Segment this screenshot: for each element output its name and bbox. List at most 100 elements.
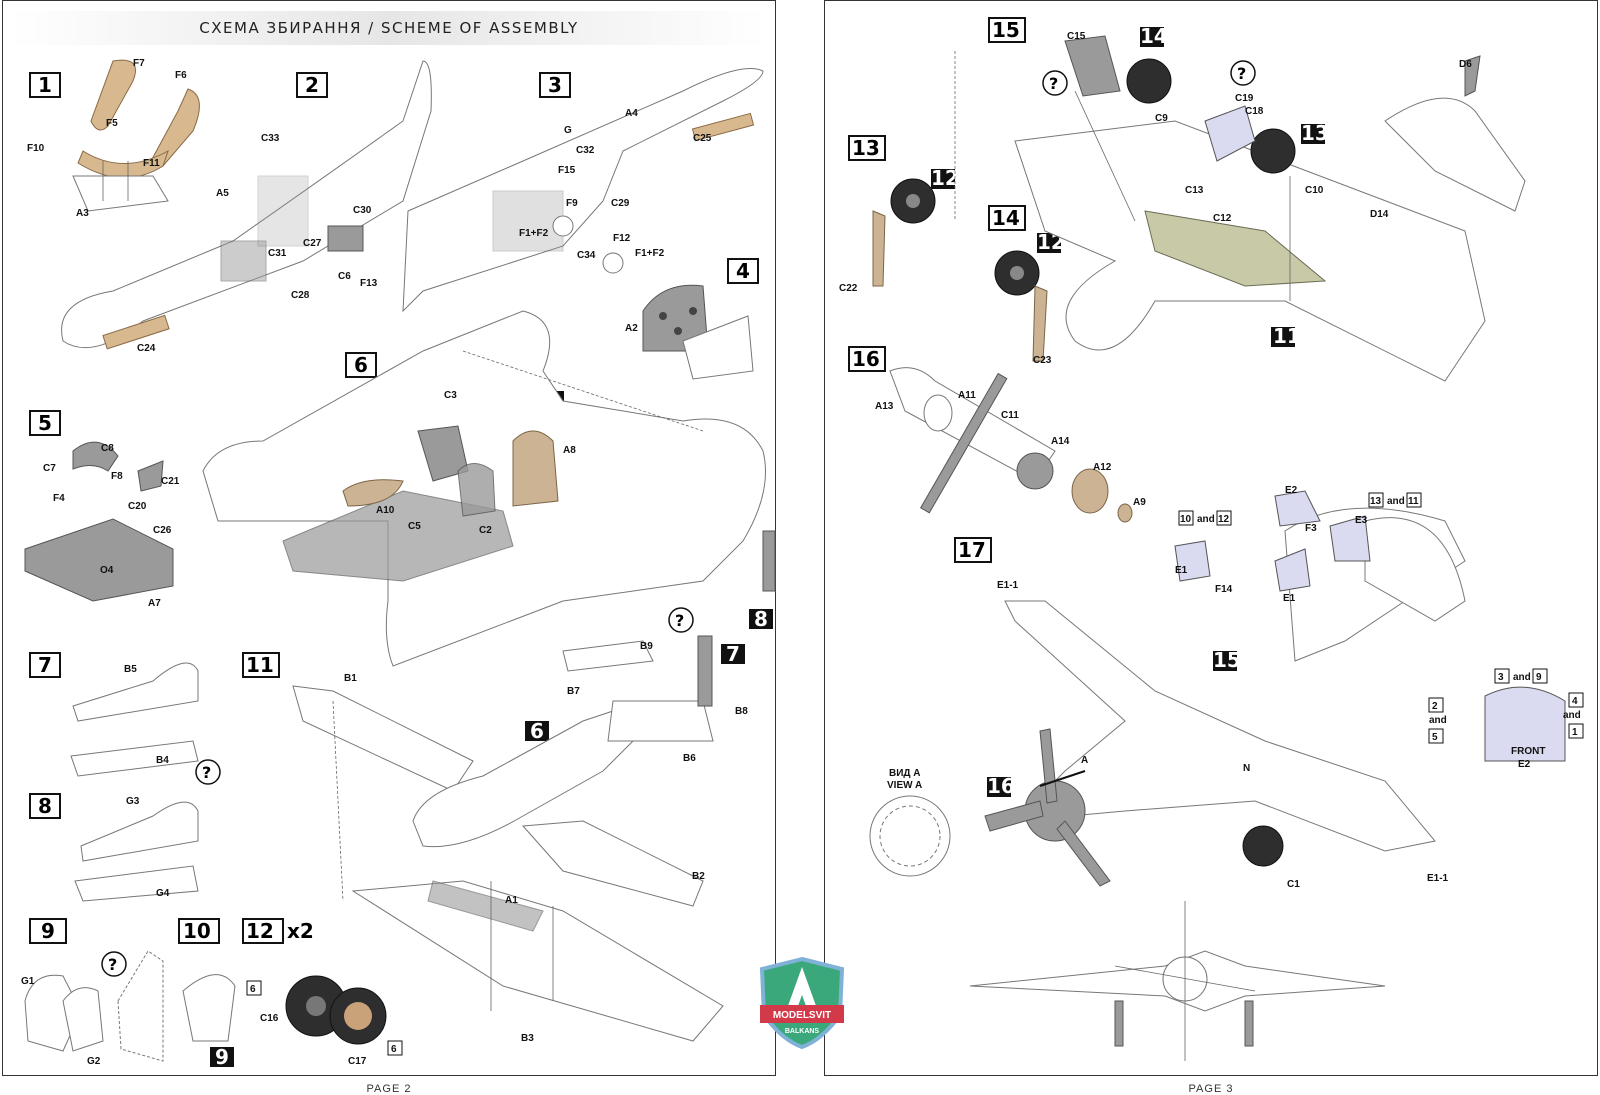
page-number: PAGE 3 <box>1188 1083 1234 1095</box>
svg-text:13: 13 <box>852 136 880 160</box>
svg-text:10: 10 <box>1180 514 1192 525</box>
svg-text:C16: C16 <box>260 1013 279 1024</box>
svg-text:VIEW A: VIEW A <box>887 780 922 791</box>
ref-badge-7: 7 <box>721 642 745 666</box>
step-1-badge: 1 <box>29 72 61 98</box>
step-17-badge: 17 <box>954 537 992 563</box>
svg-text:A9: A9 <box>1133 497 1146 508</box>
svg-text:5: 5 <box>38 411 52 435</box>
step-3-badge: 3 <box>539 72 571 98</box>
step-6-badge: 6 <box>345 352 377 378</box>
svg-text:C1: C1 <box>1287 879 1300 890</box>
svg-text:E1-1: E1-1 <box>1427 873 1449 884</box>
svg-text:FRONT: FRONT <box>1511 746 1545 757</box>
aircraft-front-view <box>969 901 1386 1061</box>
step-14-badge: 14 <box>988 205 1026 231</box>
wheel-step14 <box>994 250 1048 362</box>
svg-text:?: ? <box>1049 74 1058 93</box>
svg-text:F10: F10 <box>27 143 45 154</box>
page-title: СХЕМА ЗБИРАННЯ / SCHEME OF ASSEMBLY <box>199 19 579 37</box>
svg-text:C22: C22 <box>839 283 858 294</box>
step-4-badge: 4 <box>727 258 759 284</box>
svg-text:and: and <box>1513 672 1531 683</box>
step-8-badge: 8 <box>29 793 61 819</box>
svg-text:F1+F2: F1+F2 <box>519 228 549 239</box>
aircraft-final-step17 <box>984 490 1566 887</box>
svg-text:5: 5 <box>1432 732 1438 743</box>
svg-text:x2: x2 <box>287 919 314 943</box>
svg-text:B7: B7 <box>567 686 580 697</box>
svg-text:3: 3 <box>548 73 562 97</box>
question-mark: ? <box>195 759 221 785</box>
instruction-page-2: СХЕМА ЗБИРАННЯ / SCHEME OF ASSEMBLY 1 2 … <box>2 0 776 1095</box>
svg-text:9: 9 <box>41 919 55 943</box>
svg-text:A: A <box>1081 755 1088 766</box>
question-mark: ? <box>668 607 694 633</box>
svg-text:and: and <box>1563 710 1581 721</box>
svg-text:12: 12 <box>931 166 959 190</box>
svg-text:?: ? <box>1237 64 1246 83</box>
svg-text:G1: G1 <box>21 976 35 987</box>
svg-text:C2: C2 <box>479 525 492 536</box>
svg-text:G2: G2 <box>87 1056 101 1067</box>
svg-text:6: 6 <box>354 353 368 377</box>
svg-text:15: 15 <box>992 18 1020 42</box>
svg-text:B2: B2 <box>692 871 705 882</box>
svg-text:C3: C3 <box>444 390 457 401</box>
svg-text:F5: F5 <box>106 118 118 129</box>
seat-assembly <box>72 59 200 212</box>
svg-text:C11: C11 <box>1001 410 1019 421</box>
svg-text:A2: A2 <box>625 323 638 334</box>
svg-text:A4: A4 <box>625 108 638 119</box>
svg-text:A14: A14 <box>1051 436 1070 447</box>
svg-text:F13: F13 <box>360 278 378 289</box>
fuselage-half-step3 <box>402 68 764 313</box>
svg-text:F6: F6 <box>175 70 187 81</box>
svg-text:4: 4 <box>1572 696 1578 707</box>
step-15-badge: 15 <box>988 17 1026 43</box>
svg-text:O4: O4 <box>100 565 114 576</box>
canopy-step7 <box>70 662 199 777</box>
svg-text:and: and <box>1387 496 1405 507</box>
svg-text:A8: A8 <box>563 445 576 456</box>
question-mark: ? <box>1230 60 1256 86</box>
step-11-badge: 11 <box>242 652 280 678</box>
svg-text:C34: C34 <box>577 250 596 261</box>
svg-text:9: 9 <box>215 1045 229 1069</box>
svg-text:C17: C17 <box>348 1056 367 1067</box>
svg-text:B6: B6 <box>683 753 696 764</box>
wheel-step13 <box>872 178 936 287</box>
svg-text:16: 16 <box>852 347 880 371</box>
step-13-badge: 13 <box>848 135 886 161</box>
svg-text:C20: C20 <box>128 501 147 512</box>
svg-text:C8: C8 <box>101 443 114 454</box>
svg-text:A10: A10 <box>376 505 395 516</box>
svg-text:7: 7 <box>726 642 740 666</box>
question-mark: ? <box>1042 70 1068 96</box>
ref-badge-9: 9 <box>210 1045 234 1069</box>
svg-text:B1: B1 <box>344 673 357 684</box>
svg-text:13: 13 <box>1370 496 1382 507</box>
canopy-step8 <box>74 801 199 902</box>
svg-text:C19: C19 <box>1235 93 1254 104</box>
instrument-panel <box>642 284 754 380</box>
svg-text:and: and <box>1429 715 1447 726</box>
wing-fuselage-step11 <box>292 530 776 1042</box>
svg-text:G3: G3 <box>126 796 140 807</box>
svg-text:C10: C10 <box>1305 185 1324 196</box>
svg-text:F11: F11 <box>143 158 160 169</box>
svg-text:8: 8 <box>38 794 52 818</box>
tail-step10 <box>117 950 236 1062</box>
svg-text:D6: D6 <box>1459 59 1472 70</box>
step-9-badge: 9 <box>29 918 67 944</box>
svg-text:?: ? <box>108 955 117 974</box>
svg-text:and: and <box>1197 514 1215 525</box>
svg-text:2: 2 <box>305 73 319 97</box>
svg-text:1: 1 <box>1572 727 1578 738</box>
svg-text:E1: E1 <box>1175 565 1188 576</box>
svg-text:C12: C12 <box>1213 213 1232 224</box>
svg-text:A3: A3 <box>76 208 89 219</box>
svg-text:12: 12 <box>1218 514 1230 525</box>
svg-text:F1+F2: F1+F2 <box>635 248 665 259</box>
svg-text:F15: F15 <box>558 165 576 176</box>
